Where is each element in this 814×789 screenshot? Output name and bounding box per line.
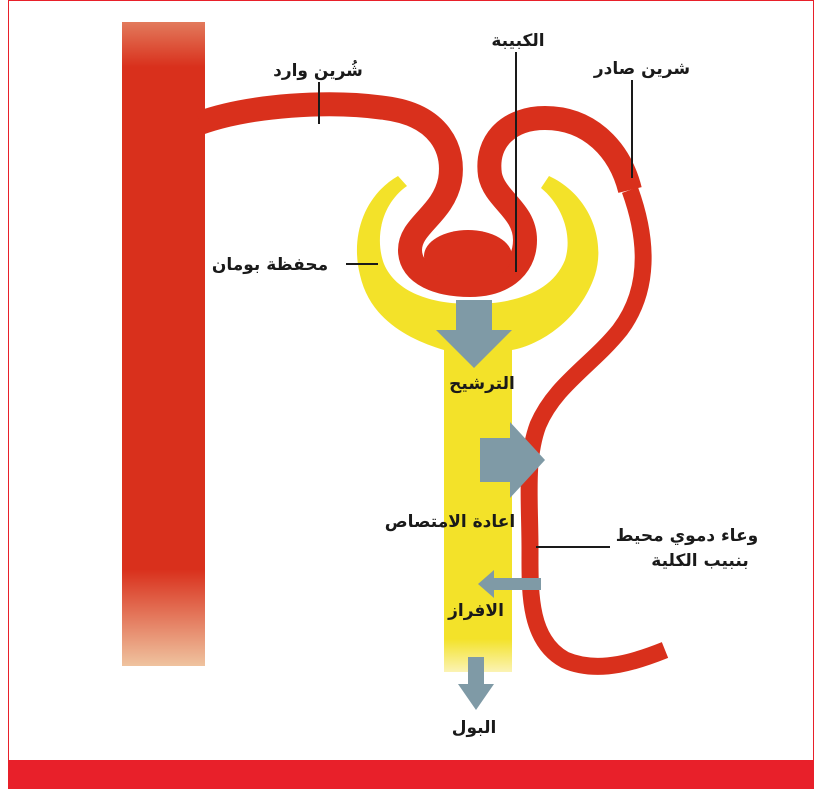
bottom-red-bar: [8, 760, 814, 789]
label-urine: البول: [452, 718, 497, 738]
label-reabsorption: اعادة الامتصاص: [385, 512, 515, 532]
label-capillary-line2: بنبيب الكلية: [651, 551, 748, 571]
label-afferent-artery: شُرين وارد: [273, 60, 363, 81]
label-filtration: الترشيح: [449, 374, 515, 394]
label-glomerulus: الكبيبة: [491, 31, 544, 51]
label-efferent-artery: شرين صادر: [593, 59, 690, 79]
label-secretion: الافراز: [447, 601, 504, 621]
label-bowman-capsule: محفظة بومان: [212, 255, 328, 275]
renal-artery: [122, 22, 205, 666]
glomerulus-knot: [424, 230, 512, 282]
label-capillary-line1: وعاء دموي محيط: [616, 526, 759, 546]
